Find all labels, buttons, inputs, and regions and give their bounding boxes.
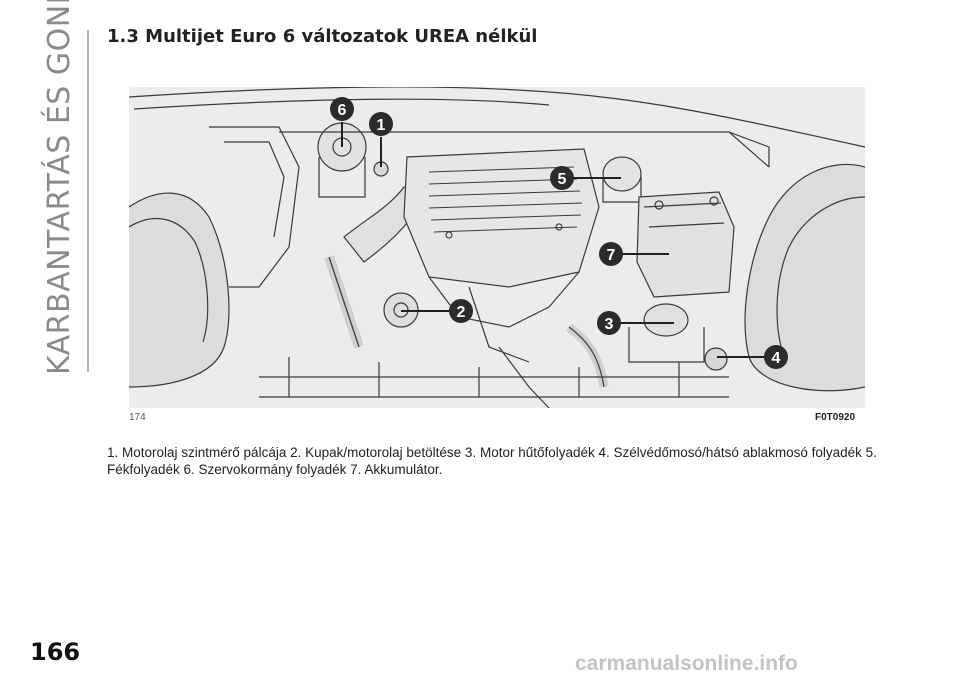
callout-2-label: 2 — [457, 304, 466, 321]
engine-bay-illustration — [129, 87, 865, 408]
callout-1: 1 — [369, 112, 393, 136]
page-title: 1.3 Multijet Euro 6 változatok UREA nélk… — [107, 26, 538, 47]
callout-5: 5 — [550, 166, 574, 190]
watermark: carmanualsonline.info — [575, 652, 798, 675]
callout-2: 2 — [449, 299, 473, 323]
page-number: 166 — [30, 638, 81, 666]
callout-7-label: 7 — [607, 247, 616, 264]
callout-5-label: 5 — [558, 171, 567, 188]
callout-7: 7 — [599, 242, 623, 266]
figure-caption: 1. Motorolaj szintmérő pálcája 2. Kupak/… — [107, 445, 877, 477]
callout-6: 6 — [330, 97, 354, 121]
callout-layer: 6 1 5 7 2 3 4 — [330, 97, 788, 369]
callout-4: 4 — [764, 345, 788, 369]
section-divider — [87, 30, 89, 372]
figure-code: F0T0920 — [815, 412, 856, 423]
callout-4-label: 4 — [772, 350, 781, 367]
callout-3: 3 — [597, 311, 621, 335]
callout-1-label: 1 — [377, 117, 386, 134]
callout-3-label: 3 — [605, 316, 614, 333]
engine-bay-figure: 6 1 5 7 2 3 4 — [129, 87, 865, 408]
figure-number: 174 — [129, 412, 146, 423]
section-label: KARBANTARTÁS ÉS GONDOZÁS — [42, 0, 77, 375]
callout-6-label: 6 — [338, 102, 347, 119]
